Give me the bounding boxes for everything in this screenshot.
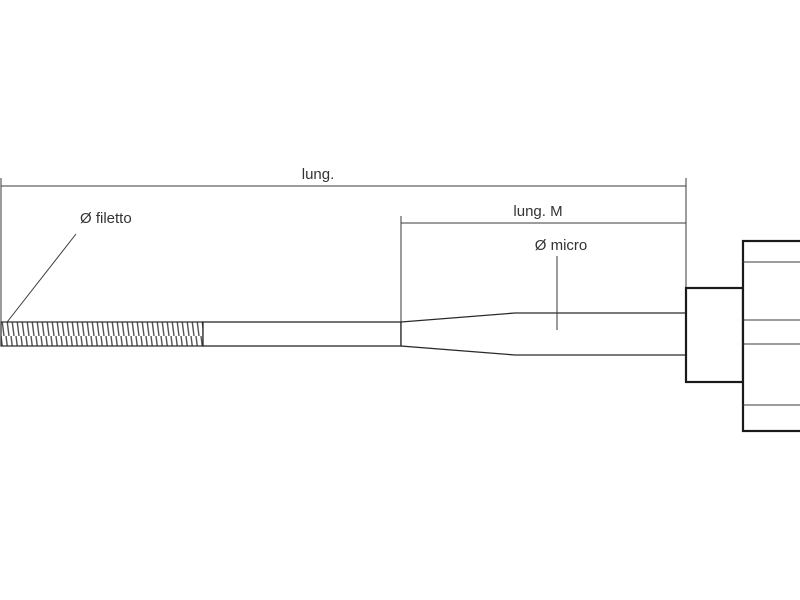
threaded-section (0, 321, 204, 347)
thread-diameter-callout: Ø filetto (3, 210, 132, 327)
micro-diameter-callout: Ø micro (535, 237, 588, 330)
overall-length-label: lung. (302, 166, 335, 183)
collar (684, 286, 745, 384)
smooth-shank (202, 321, 402, 347)
thread-leader-line (3, 233, 77, 327)
overall-length-dimension: lung. (0, 166, 687, 322)
knob-body (741, 239, 800, 433)
knob (741, 239, 800, 433)
micro-diameter-label: Ø micro (535, 237, 588, 254)
thread-diameter-label: Ø filetto (80, 210, 132, 227)
micro-length-label: lung. M (513, 203, 562, 220)
tapered-section (400, 312, 687, 356)
